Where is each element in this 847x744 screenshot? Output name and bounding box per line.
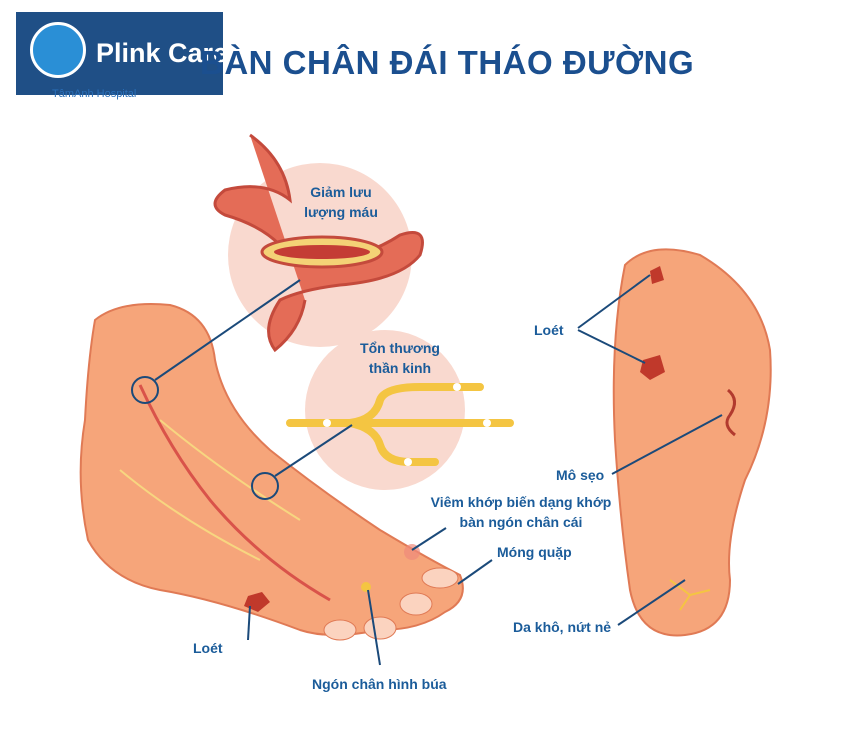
blood-vessel (213, 133, 424, 353)
label-ingrown-nail: Móng quặp (497, 544, 572, 560)
label-nerve-line2: thần kinh (368, 360, 432, 376)
logo-box: Plink Care (16, 12, 228, 95)
page-title: BÀN CHÂN ĐÁI THÁO ĐƯỜNG (200, 44, 695, 81)
label-scar: Mô sẹo (556, 467, 605, 483)
logo-brand: Plink Care (96, 38, 229, 68)
sole-foot (612, 248, 772, 637)
label-ulcer-foot: Loét (193, 640, 223, 656)
label-arthritis: Viêm khớp biến dạng khớp bàn ngón chân c… (425, 492, 617, 532)
label-arthritis-line1: Viêm khớp biến dạng khớp (430, 494, 612, 510)
plink-care-logo-icon (30, 22, 86, 78)
label-hammer-toe: Ngón chân hình búa (312, 676, 447, 692)
nerve-circle-bg (305, 330, 465, 490)
label-blood-flow-line1: Giảm lưu (310, 184, 372, 200)
label-nerve: Tổn thương thần kinh (355, 338, 445, 378)
label-blood-flow-line2: lượng máu (304, 204, 378, 220)
nerve-fiber (286, 383, 514, 466)
label-arthritis-line2: bàn ngón chân cái (459, 514, 583, 530)
label-nerve-line1: Tổn thương (360, 340, 440, 356)
label-blood-flow: Giảm lưu lượng máu (300, 182, 382, 222)
hospital-name: TâmAnh Hospital (52, 88, 137, 100)
label-ulcer-sole: Loét (534, 322, 564, 338)
label-dry-skin: Da khô, nứt nẻ (513, 619, 612, 635)
leader-lines (131, 274, 723, 666)
